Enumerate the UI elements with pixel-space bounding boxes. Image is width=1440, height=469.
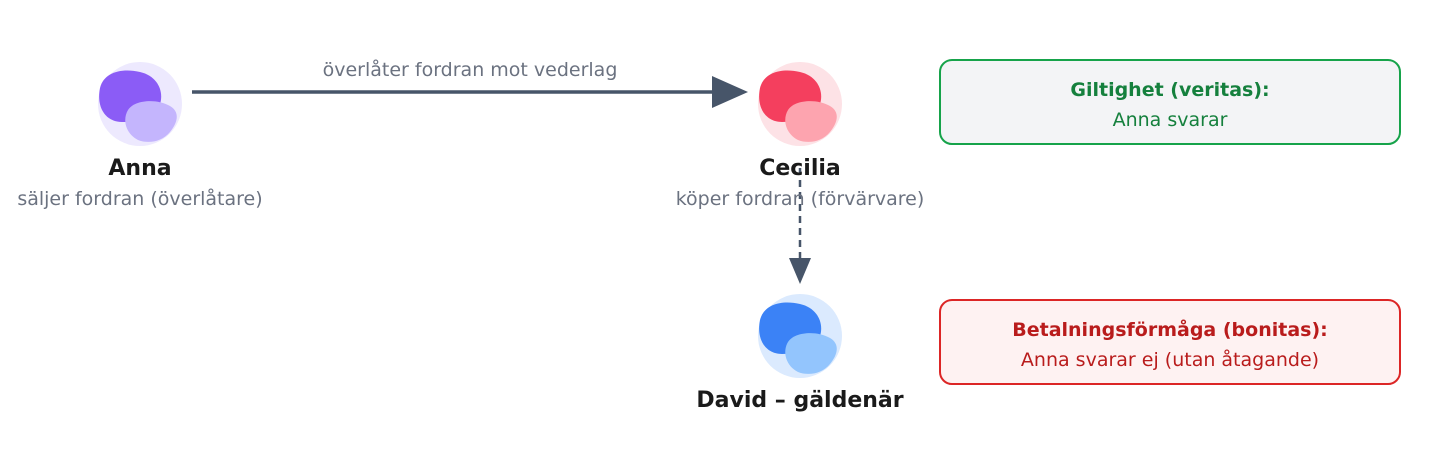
avatar-body	[785, 101, 837, 142]
claim-arrowhead	[789, 258, 811, 284]
node-name: David – gäldenär	[696, 388, 903, 413]
bonitas-box: Betalningsförmåga (bonitas): Anna svarar…	[939, 299, 1401, 385]
person-icon	[758, 294, 842, 378]
veritas-title: Giltighet (veritas):	[1070, 79, 1269, 101]
node-david: David – gäldenär	[696, 294, 904, 413]
person-icon	[98, 62, 182, 146]
veritas-box: Giltighet (veritas): Anna svarar	[939, 59, 1401, 145]
node-role: köper fordran (förvärvare)	[676, 188, 925, 210]
bonitas-title: Betalningsförmåga (bonitas):	[1012, 317, 1327, 341]
node-name: Cecilia	[759, 156, 841, 181]
transfer-edge: överlåter fordran mot vederlag	[192, 58, 748, 108]
transfer-arrowhead	[712, 76, 748, 108]
avatar-body	[125, 101, 177, 142]
veritas-text: Anna svarar	[1113, 109, 1228, 131]
person-icon	[758, 62, 842, 146]
node-cecilia: Cecilia köper fordran (förvärvare)	[676, 62, 925, 210]
bonitas-text: Anna svarar ej (utan åtagande)	[1021, 348, 1319, 371]
node-role: säljer fordran (överlåtare)	[17, 187, 262, 210]
veritas-box-frame	[939, 59, 1401, 145]
transfer-edge-label: överlåter fordran mot vederlag	[323, 58, 618, 81]
node-anna: Anna säljer fordran (överlåtare)	[17, 62, 263, 210]
bonitas-box-frame	[939, 299, 1401, 385]
claim-edge	[789, 168, 811, 284]
avatar-body	[785, 333, 837, 374]
node-name: Anna	[108, 156, 171, 181]
